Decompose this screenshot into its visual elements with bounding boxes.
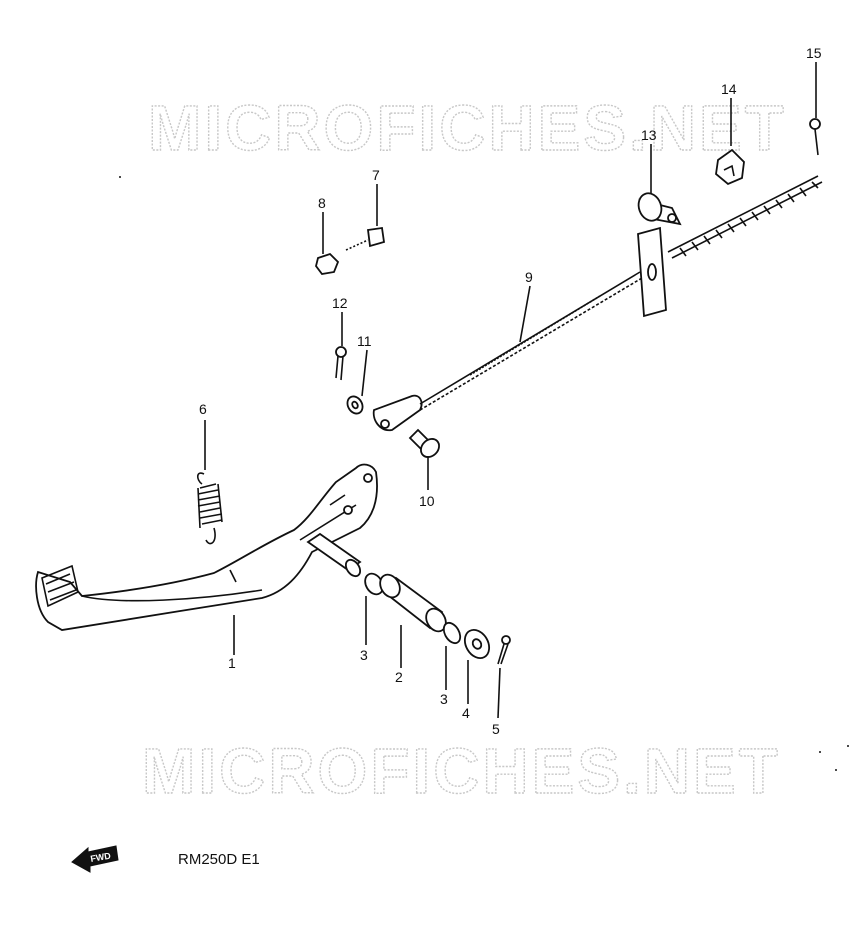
- callout-14: 14: [721, 81, 737, 97]
- clevis-pin: [408, 428, 440, 458]
- callout-7: 7: [372, 167, 380, 183]
- brake-rod: [372, 271, 643, 432]
- model-code: RM250D E1: [178, 851, 260, 868]
- adjuster-nut: [715, 148, 745, 186]
- callout-9: 9: [525, 269, 533, 285]
- bushing: [379, 573, 447, 633]
- callout-3-right: 3: [440, 691, 448, 707]
- watermark-top: MICROFICHES.NET: [148, 92, 787, 164]
- callout-4: 4: [462, 705, 470, 721]
- return-spring: [196, 472, 223, 545]
- callout-11: 11: [357, 333, 372, 349]
- callout-13: 13: [641, 127, 657, 143]
- callout-1: 1: [228, 655, 236, 671]
- fwd-label: FWD: [90, 850, 112, 863]
- small-bolt: [809, 118, 821, 156]
- rod-bracket: [637, 226, 667, 318]
- callout-12: 12: [332, 295, 348, 311]
- brake-pedal: [35, 463, 378, 631]
- fwd-arrow-icon: FWD: [71, 845, 119, 873]
- cotter-pin-upper: [335, 346, 347, 381]
- threaded-rod: [667, 175, 823, 259]
- callout-3-left: 3: [360, 647, 368, 663]
- callout-15: 15: [806, 45, 822, 61]
- leader-lines: [204, 62, 817, 719]
- callout-8: 8: [318, 195, 326, 211]
- flat-washer: [463, 628, 491, 660]
- screw: [345, 226, 386, 251]
- callout-2: 2: [395, 669, 403, 685]
- washer-right: [442, 621, 462, 645]
- stray-marks: [119, 176, 849, 771]
- callout-10: 10: [419, 493, 435, 509]
- washer-11: [346, 395, 364, 415]
- cotter-pin-lower: [497, 635, 511, 665]
- nut: [315, 252, 340, 275]
- pivot-shaft: [306, 532, 362, 578]
- watermark-bottom: MICROFICHES.NET: [142, 735, 781, 807]
- callout-6: 6: [199, 401, 207, 417]
- rod-joint: [637, 192, 682, 226]
- callout-5: 5: [492, 721, 500, 737]
